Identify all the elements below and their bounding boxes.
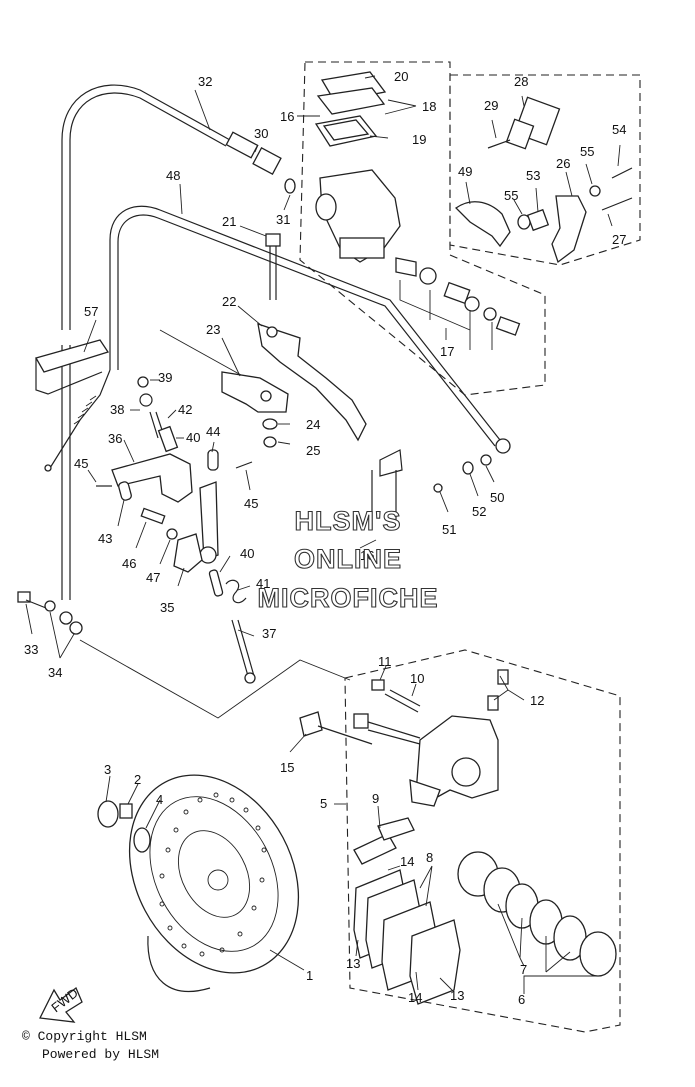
- callout-29: 29: [484, 98, 498, 113]
- callout-5: 5: [320, 796, 327, 811]
- callout-52: 52: [472, 504, 486, 519]
- powered-by-text: Powered by HLSM: [42, 1047, 160, 1062]
- callout-10: 10: [410, 671, 424, 686]
- callout-24: 24: [306, 417, 320, 432]
- callout-18: 18: [422, 99, 436, 114]
- callout-8: 8: [426, 850, 433, 865]
- callout-23: 23: [206, 322, 220, 337]
- watermark: HLSM'S ONLINE MICROFICHE: [257, 505, 439, 613]
- fwd-arrow-icon: FWD: [39, 985, 83, 1023]
- callout-28: 28: [514, 74, 528, 89]
- callout-17: 17: [440, 344, 454, 359]
- callout-35: 35: [160, 600, 174, 615]
- callout-39: 39: [158, 370, 172, 385]
- callout-13-left: 13: [346, 956, 360, 971]
- callout-40-lower: 40: [240, 546, 254, 561]
- callout-47: 47: [146, 570, 160, 585]
- callout-45-right: 45: [244, 496, 258, 511]
- callout-32: 32: [198, 74, 212, 89]
- callout-33: 33: [24, 642, 38, 657]
- callout-55-lower: 55: [504, 188, 518, 203]
- callout-22: 22: [222, 294, 236, 309]
- callout-13-right: 13: [450, 988, 464, 1003]
- callout-14-upper: 14: [400, 854, 414, 869]
- callout-1: 1: [306, 968, 313, 983]
- watermark-line2: ONLINE: [294, 544, 402, 574]
- callout-40-upper: 40: [186, 430, 200, 445]
- callout-50: 50: [490, 490, 504, 505]
- callout-21: 21: [222, 214, 236, 229]
- callout-15: 15: [280, 760, 294, 775]
- watermark-line1: HLSM'S: [295, 506, 402, 536]
- callout-2: 2: [134, 772, 141, 787]
- callout-11: 11: [378, 654, 392, 669]
- callout-38: 38: [110, 402, 124, 417]
- callout-14-lower: 14: [408, 990, 422, 1005]
- callout-30: 30: [254, 126, 268, 141]
- callout-45-left: 45: [74, 456, 88, 471]
- callout-36: 36: [108, 431, 122, 446]
- callout-49: 49: [458, 164, 472, 179]
- callout-44: 44: [206, 424, 220, 439]
- callout-46: 46: [122, 556, 136, 571]
- callout-20: 20: [394, 69, 408, 84]
- callout-9: 9: [372, 791, 379, 806]
- callout-4: 4: [156, 792, 163, 807]
- callout-48: 48: [166, 168, 180, 183]
- callout-3: 3: [104, 762, 111, 777]
- callout-43: 43: [98, 531, 112, 546]
- callout-26: 26: [556, 156, 570, 171]
- callout-16: 16: [280, 109, 294, 124]
- callout-16-lower: 16: [360, 548, 374, 563]
- callout-labels: 32 30 31 48 20 18 16 19 28 29 54 55 49 5…: [24, 69, 626, 1007]
- callout-19: 19: [412, 132, 426, 147]
- callout-34: 34: [48, 665, 62, 680]
- callout-31: 31: [276, 212, 290, 227]
- callout-41: 41: [256, 576, 270, 591]
- callout-53: 53: [526, 168, 540, 183]
- callout-54: 54: [612, 122, 626, 137]
- callout-6: 6: [518, 992, 525, 1007]
- callout-12: 12: [530, 693, 544, 708]
- callout-57: 57: [84, 304, 98, 319]
- callout-37: 37: [262, 626, 276, 641]
- callout-42: 42: [178, 402, 192, 417]
- callout-27: 27: [612, 232, 626, 247]
- callout-55-upper: 55: [580, 144, 594, 159]
- callout-51: 51: [442, 522, 456, 537]
- callout-25: 25: [306, 443, 320, 458]
- watermark-line3: MICROFICHE: [258, 583, 439, 613]
- copyright-text: © Copyright HLSM: [22, 1029, 147, 1044]
- callout-7: 7: [520, 962, 527, 977]
